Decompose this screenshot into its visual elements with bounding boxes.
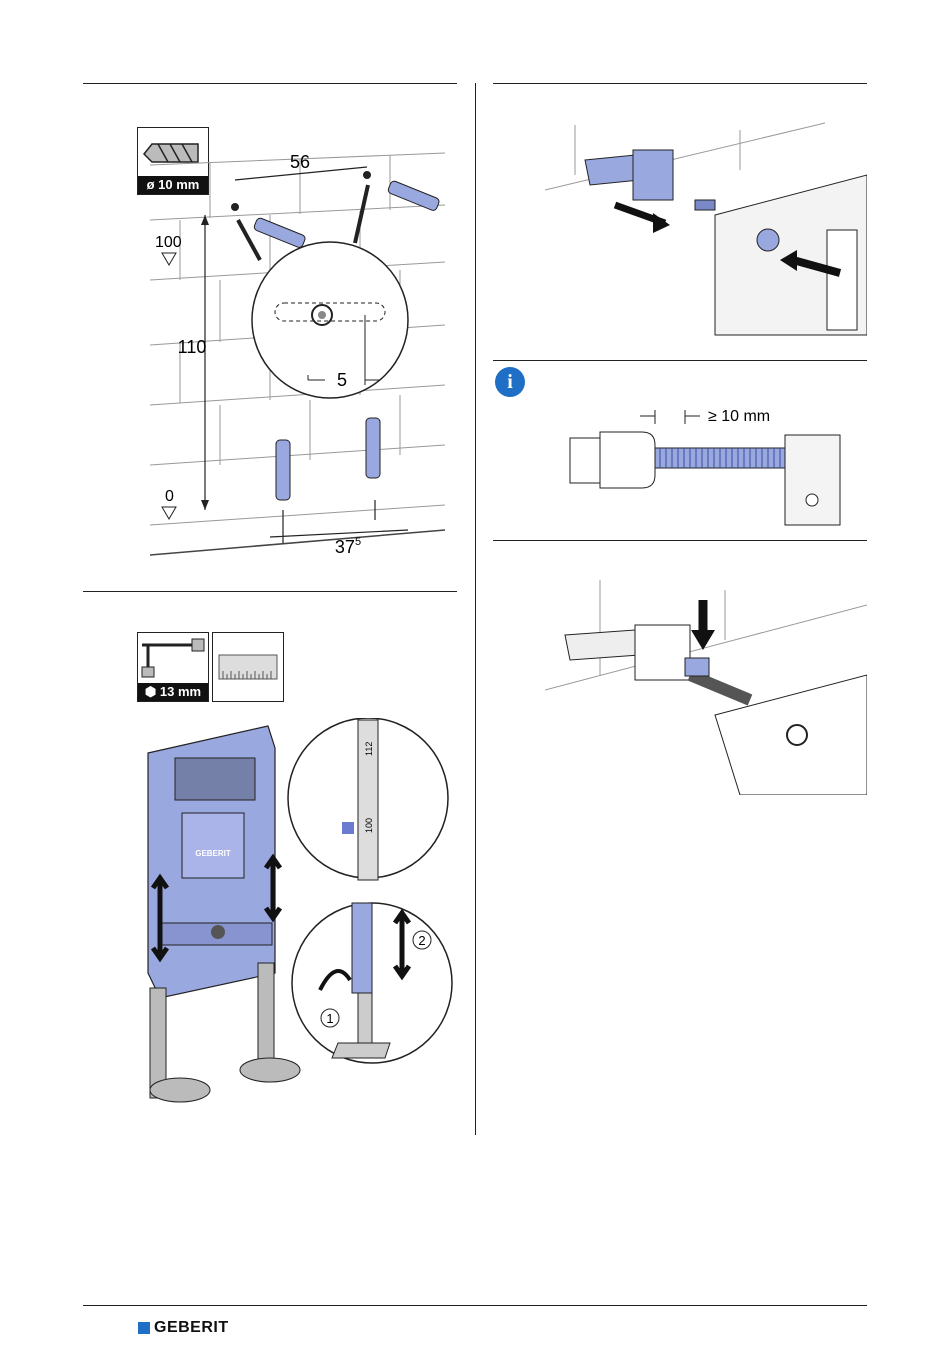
brand-name: GEBERIT [154,1319,229,1337]
anchor-right [366,418,380,478]
frame-brand-label: GEBERIT [195,849,231,858]
right-info-rule [493,360,867,361]
geberit-logo: GEBERIT [138,1319,229,1337]
step-2-label: 2 [418,933,425,948]
left-middle-rule [83,591,457,592]
socket-wrench-icon [138,633,208,681]
logo-square-icon [138,1322,150,1334]
dim-110: 110 [178,337,207,357]
adjust-knob [757,229,779,251]
wrench-tool-box: ⬢ 13 mm [137,632,209,702]
wrench-size-label: ⬢ 13 mm [138,683,208,701]
dim-56: 56 [290,152,310,172]
dim-375: 375 [335,536,361,557]
installation-frame: GEBERIT [148,726,275,1098]
dim-5: 5 [337,370,347,390]
right-top-rule [493,83,867,84]
bracket-assembly-diagram [545,115,867,340]
ruler-tool-box [212,632,284,702]
wall-bracket [585,150,673,200]
threaded-rod-diagram: ≥ 10 mm [560,400,850,530]
anchor-left [276,440,290,500]
frame-adjustment-diagram: GEBERIT 112 100 2 1 [140,718,460,1113]
wall-plug-left [253,217,306,249]
ruler-icon [213,633,283,701]
footer-rule [83,1305,867,1306]
step-1-label: 1 [326,1011,333,1026]
column-divider [475,83,476,1135]
wall-drilling-diagram: 110 100 0 56 5 375 [150,135,460,560]
left-top-rule [83,83,457,84]
hex-nut-icon: ⬢ [145,684,156,699]
clamp-connection-diagram [545,580,867,795]
dim-100: 100 [155,234,182,251]
right-middle-rule [493,540,867,541]
rod-length-label: ≥ 10 mm [708,408,770,425]
info-icon: i [495,367,525,397]
clip [685,658,709,676]
scale-label-112: 112 [364,742,374,756]
dim-0: 0 [165,488,174,505]
scale-label-100: 100 [364,818,374,833]
